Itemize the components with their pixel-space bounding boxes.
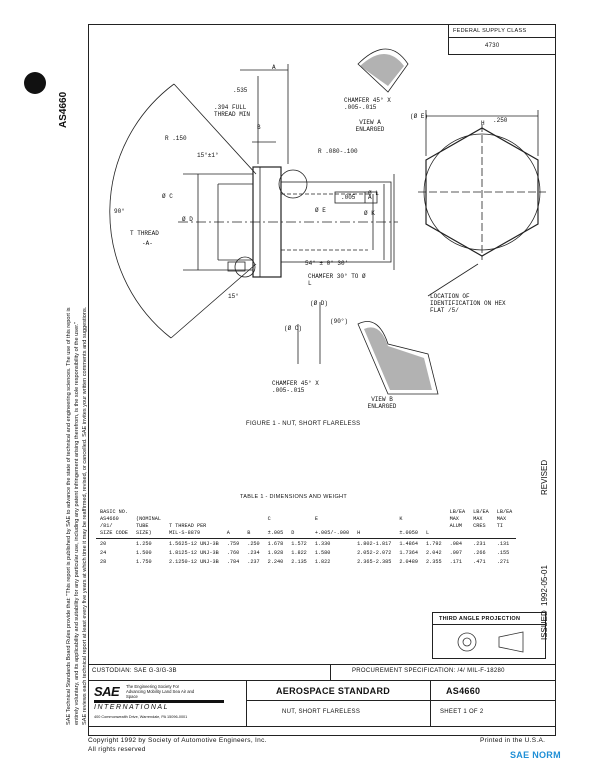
angle-90: 90° — [114, 208, 125, 215]
drawing-frame — [88, 24, 556, 736]
sheet-number: SHEET 1 OF 2 — [440, 709, 484, 715]
projection-box: THIRD ANGLE PROJECTION — [432, 612, 546, 659]
sae-address: 400 Commonwealth Drive, Warrendale, PA 1… — [94, 715, 188, 719]
sae-logo-mark: SAE — [94, 684, 120, 699]
sae-disclaimer-line-1: SAE Technical Standards Board Rules prov… — [66, 307, 72, 725]
copyright: Copyright 1992 by Society of Automotive … — [88, 737, 267, 744]
thread-min-note: .394 FULL THREAD MIN — [214, 104, 251, 118]
fsc-value: 4730 — [485, 43, 500, 49]
fsc-box: FEDERAL SUPPLY CLASS 4730 — [448, 24, 555, 55]
issued-date: 1992-05-01 — [540, 565, 549, 606]
fcf-value: .005 — [341, 194, 356, 201]
figure-1-drawing — [109, 48, 546, 395]
fsc-label: FEDERAL SUPPLY CLASS — [453, 28, 527, 34]
watermark: SAE NORM — [510, 750, 561, 760]
dim-535: .535 — [233, 87, 248, 94]
view-a-label: VIEW A ENLARGED — [355, 119, 385, 133]
dia-c: Ø C — [162, 193, 173, 200]
dia-c-ref: (Ø C) — [284, 325, 303, 332]
printed: Printed in the U.S.A. — [480, 737, 546, 744]
aerospace-standard: AEROSPACE STANDARD — [276, 686, 391, 696]
chamfer-30: CHAMFER 30° TO Ø L — [308, 273, 366, 287]
datum-a: -A- — [142, 240, 153, 247]
dia-e-ref: (Ø E) — [410, 113, 429, 120]
register-dot — [24, 72, 46, 94]
chamfer-45-b: CHAMFER 45° X .005-.015 — [272, 380, 319, 394]
view-a-detail — [357, 48, 409, 93]
sae-disclaimer-line-2: entirely voluntary, and its applicabilit… — [74, 321, 80, 725]
dia-l: Ø L — [368, 190, 379, 197]
custodian: CUSTODIAN: SAE G-3/G-3B — [92, 668, 177, 674]
sae-international: INTERNATIONAL — [94, 704, 169, 711]
revised-label: REVISED — [540, 459, 549, 495]
doc-title: NUT, SHORT FLARELESS — [282, 709, 361, 715]
angle-90-arc — [109, 83, 175, 339]
location-id-note: LOCATION OF IDENTIFICATION ON HEX FLAT /… — [430, 293, 506, 314]
rights: All rights reserved — [88, 746, 146, 753]
side-doc-label: AS4660 — [58, 91, 69, 128]
radius-150: R .150 — [165, 135, 187, 142]
angle-54: 54° ± 0° 30' — [305, 260, 349, 267]
chamfer-45-a: CHAMFER 45° X .005-.015 — [344, 97, 391, 111]
dim-250: .250 — [493, 117, 508, 124]
dia-d: Ø D — [182, 216, 193, 223]
dim-b: B — [257, 124, 261, 131]
t-thread-label: T THREAD — [130, 230, 159, 237]
table-title: TABLE 1 - DIMENSIONS AND WEIGHT — [240, 494, 347, 500]
dia-k: Ø K — [364, 210, 375, 217]
figure-caption: FIGURE 1 - NUT, SHORT FLARELESS — [246, 421, 361, 427]
sae-logo: SAE The Engineering Society For Advancin… — [92, 683, 242, 723]
projection-symbol-icon — [457, 631, 524, 653]
sae-tagline: The Engineering Society For Advancing Mo… — [126, 684, 195, 699]
angle-15-a: 15°±1° — [197, 152, 219, 159]
dia-d-ref: (Ø D) — [310, 300, 329, 307]
doc-number: AS4660 — [446, 686, 481, 696]
view-b-detail — [357, 321, 439, 395]
issued-label: ISSUED — [540, 610, 549, 640]
angle-15-b: 15° — [228, 293, 239, 300]
radius-080: R .080-.100 — [318, 148, 358, 155]
dim-a: A — [272, 64, 276, 71]
procurement-spec: PROCUREMENT SPECIFICATION: /4/ MIL-F-182… — [352, 668, 505, 674]
angle-90-ref: (90°) — [330, 318, 349, 325]
projection-label: THIRD ANGLE PROJECTION — [439, 616, 521, 622]
view-b-label: VIEW B ENLARGED — [367, 396, 397, 410]
fcf-datum: A — [368, 194, 372, 201]
dia-e: Ø E — [315, 207, 326, 214]
hex-h: H — [481, 120, 485, 127]
